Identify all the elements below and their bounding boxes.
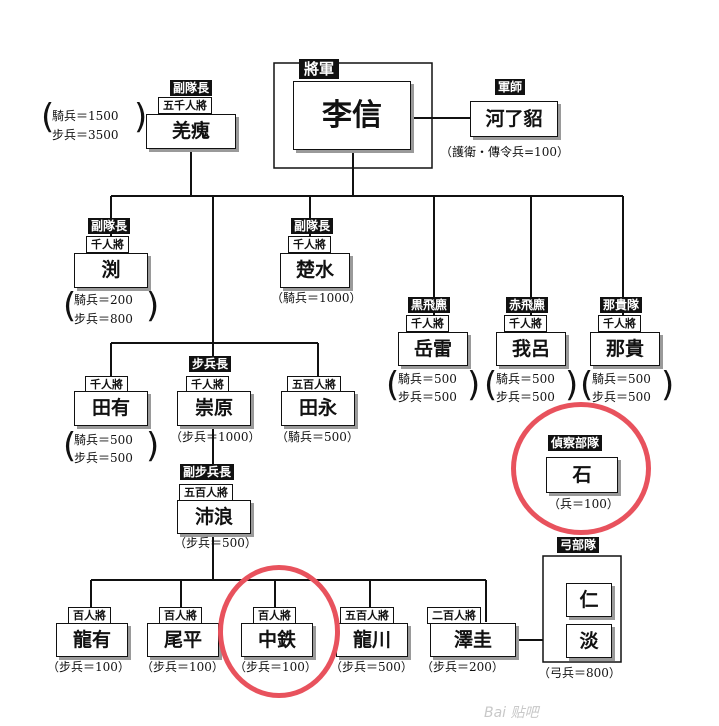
naki-name: 那貴	[590, 332, 660, 366]
paren-left: (	[41, 97, 55, 137]
paren-right: )	[565, 365, 579, 405]
sekihien-name: 我呂	[496, 332, 566, 366]
deputy-kyokai-note2: 步兵＝3500	[52, 128, 119, 142]
deputy-kyokai-tag: 副隊長	[170, 80, 213, 96]
paren-left: (	[580, 365, 594, 405]
denyu-rank: 千人將	[85, 376, 128, 393]
naki-tag: 那貴隊	[600, 297, 643, 313]
denei-name: 田永	[281, 391, 355, 426]
ryuyu-note: （步兵＝100）	[47, 660, 130, 674]
kokuhien-rank: 千人將	[406, 315, 449, 332]
bihei-rank: 百人將	[159, 607, 202, 624]
deputy-en-name: 渕	[74, 253, 148, 288]
paren-right: )	[146, 286, 160, 326]
archers-name1: 仁	[566, 583, 612, 617]
deputy-en-note2: 步兵＝800	[74, 312, 133, 326]
sugen-rank: 千人將	[186, 376, 229, 393]
watermark: Bai 贴吧	[484, 705, 539, 721]
paren-left: (	[386, 365, 400, 405]
ryusen-note: （步兵＝500）	[330, 660, 413, 674]
hairo-name: 沛浪	[177, 500, 251, 534]
general-name: 李信	[293, 81, 411, 150]
deputy-en-tag: 副隊長	[88, 218, 131, 234]
strategist-tag: 軍師	[495, 79, 526, 95]
naki-note2: 步兵＝500	[592, 390, 651, 404]
sekihien-note2: 步兵＝500	[496, 390, 555, 404]
sekihien-tag: 赤飛麃	[506, 297, 549, 313]
strategist-note: （護衛・傳令兵=100）	[440, 145, 569, 159]
paren-right: )	[146, 426, 160, 466]
deputy-kyokai-note1: 騎兵＝1500	[52, 109, 119, 123]
paren-left: (	[63, 286, 77, 326]
takukei-name: 澤圭	[430, 623, 516, 657]
kokuhien-name: 岳雷	[398, 332, 468, 366]
deputy-sosui-name: 楚水	[280, 253, 350, 288]
strategist-name: 河了貂	[470, 101, 558, 137]
denei-note: （騎兵＝500）	[276, 430, 359, 444]
kokuhien-note2: 步兵＝500	[398, 390, 457, 404]
deputy-sosui-rank: 千人將	[288, 236, 331, 253]
sugen-note: （步兵＝1000）	[170, 430, 261, 444]
deputy-en-rank: 千人將	[86, 236, 129, 253]
deputy-kyokai-name: 羌瘣	[146, 114, 236, 149]
highlight-circle-scout	[511, 402, 651, 535]
paren-right: )	[467, 365, 481, 405]
archers-tag: 弓部隊	[557, 537, 600, 553]
denyu-name: 田有	[74, 391, 148, 426]
ryusen-name: 龍川	[336, 623, 408, 657]
deputy-sosui-tag: 副隊長	[291, 218, 334, 234]
archers-note: （弓兵＝800）	[538, 666, 621, 680]
deputy-sosui-note: （騎兵＝1000）	[271, 291, 362, 305]
naki-note1: 騎兵＝500	[592, 372, 651, 386]
hairo-note: （步兵＝500）	[174, 536, 257, 550]
sekihien-note1: 騎兵＝500	[496, 372, 555, 386]
bihei-name: 尾平	[147, 623, 219, 657]
paren-left: (	[484, 365, 498, 405]
deputy-kyokai-rank: 五千人將	[158, 97, 212, 114]
ryuyu-name: 龍有	[56, 623, 128, 657]
takukei-note: （步兵＝200）	[421, 660, 504, 674]
takukei-rank: 二百人將	[427, 607, 481, 624]
sekihien-rank: 千人將	[504, 315, 547, 332]
hairo-tag: 副步兵長	[180, 464, 235, 480]
denyu-note2: 步兵＝500	[74, 451, 133, 465]
denyu-note1: 騎兵＝500	[74, 433, 133, 447]
kokuhien-note1: 騎兵＝500	[398, 372, 457, 386]
naki-rank: 千人將	[598, 315, 641, 332]
hairo-rank: 五百人將	[179, 484, 233, 501]
ryusen-rank: 五百人將	[340, 607, 394, 624]
bihei-note: （步兵＝100）	[141, 660, 224, 674]
sugen-tag: 步兵長	[189, 356, 232, 372]
paren-right: )	[661, 365, 675, 405]
sugen-name: 崇原	[177, 391, 251, 426]
paren-left: (	[63, 426, 77, 466]
paren-right: )	[134, 97, 148, 137]
archers-name2: 淡	[566, 624, 612, 658]
ryuyu-rank: 百人將	[68, 607, 111, 624]
highlight-circle-chutetsu	[218, 565, 340, 698]
general-tag: 將軍	[299, 59, 340, 79]
deputy-en-note1: 騎兵＝200	[74, 293, 133, 307]
kokuhien-tag: 黒飛麃	[408, 297, 451, 313]
